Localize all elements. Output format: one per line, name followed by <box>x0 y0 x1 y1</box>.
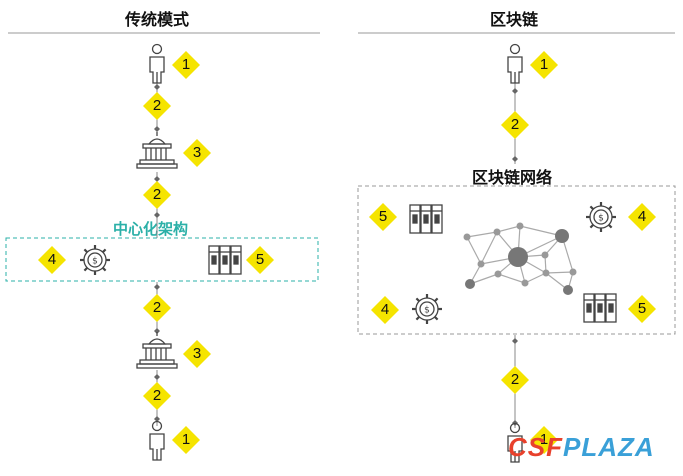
badge-number: 2 <box>152 387 162 404</box>
badge-number: 2 <box>152 186 162 203</box>
badge-number: 1 <box>539 431 549 448</box>
badge-number: 1 <box>181 56 191 73</box>
ledger-books-icon <box>583 293 617 323</box>
badge-number: 5 <box>378 208 388 225</box>
centralized-architecture-label: 中心化架构 <box>113 220 189 238</box>
person-icon <box>149 420 165 461</box>
person-icon <box>507 43 523 84</box>
traditional-title: 传统模式 <box>125 10 190 29</box>
number-badge <box>143 294 171 322</box>
number-badge <box>143 92 171 120</box>
badge-number: 4 <box>47 251 57 268</box>
badge-number: 3 <box>192 345 202 362</box>
network-title: 区块链网络 <box>472 168 553 187</box>
number-badge <box>143 181 171 209</box>
badge-number: 5 <box>637 300 647 317</box>
badge-number: 4 <box>637 208 647 225</box>
number-badge <box>501 111 529 139</box>
number-badge <box>183 340 211 368</box>
number-badge <box>628 203 656 231</box>
number-badge <box>246 246 274 274</box>
blockchain-title: 区块链 <box>490 10 539 29</box>
badge-number: 5 <box>255 251 265 268</box>
badge-number: 1 <box>181 431 191 448</box>
number-badge <box>501 366 529 394</box>
centralized-box <box>5 237 319 282</box>
watermark-logo: CSFPLAZA <box>508 432 655 462</box>
badge-number: 1 <box>539 56 549 73</box>
badge-number: 2 <box>510 371 520 388</box>
gear-dollar-icon <box>78 243 112 277</box>
number-badge <box>38 246 66 274</box>
badge-number: 2 <box>152 97 162 114</box>
badge-number: 3 <box>192 144 202 161</box>
ledger-books-icon <box>409 204 443 234</box>
number-badge <box>183 139 211 167</box>
government-building-icon <box>136 131 178 169</box>
number-badge <box>172 51 200 79</box>
number-badge <box>530 51 558 79</box>
person-icon <box>149 43 165 84</box>
number-badge <box>530 426 558 454</box>
number-badge <box>628 295 656 323</box>
government-building-icon <box>136 331 178 369</box>
network-box <box>357 185 676 335</box>
number-badge <box>371 296 399 324</box>
badge-number: 2 <box>152 299 162 316</box>
number-badge <box>172 426 200 454</box>
gear-dollar-icon <box>410 292 444 326</box>
badge-number: 4 <box>380 301 390 318</box>
ledger-books-icon <box>208 245 242 275</box>
number-badge <box>143 382 171 410</box>
number-badge <box>369 203 397 231</box>
badge-number: 2 <box>510 116 520 133</box>
network-nodes-icon <box>463 222 577 295</box>
gear-dollar-icon <box>584 200 618 234</box>
